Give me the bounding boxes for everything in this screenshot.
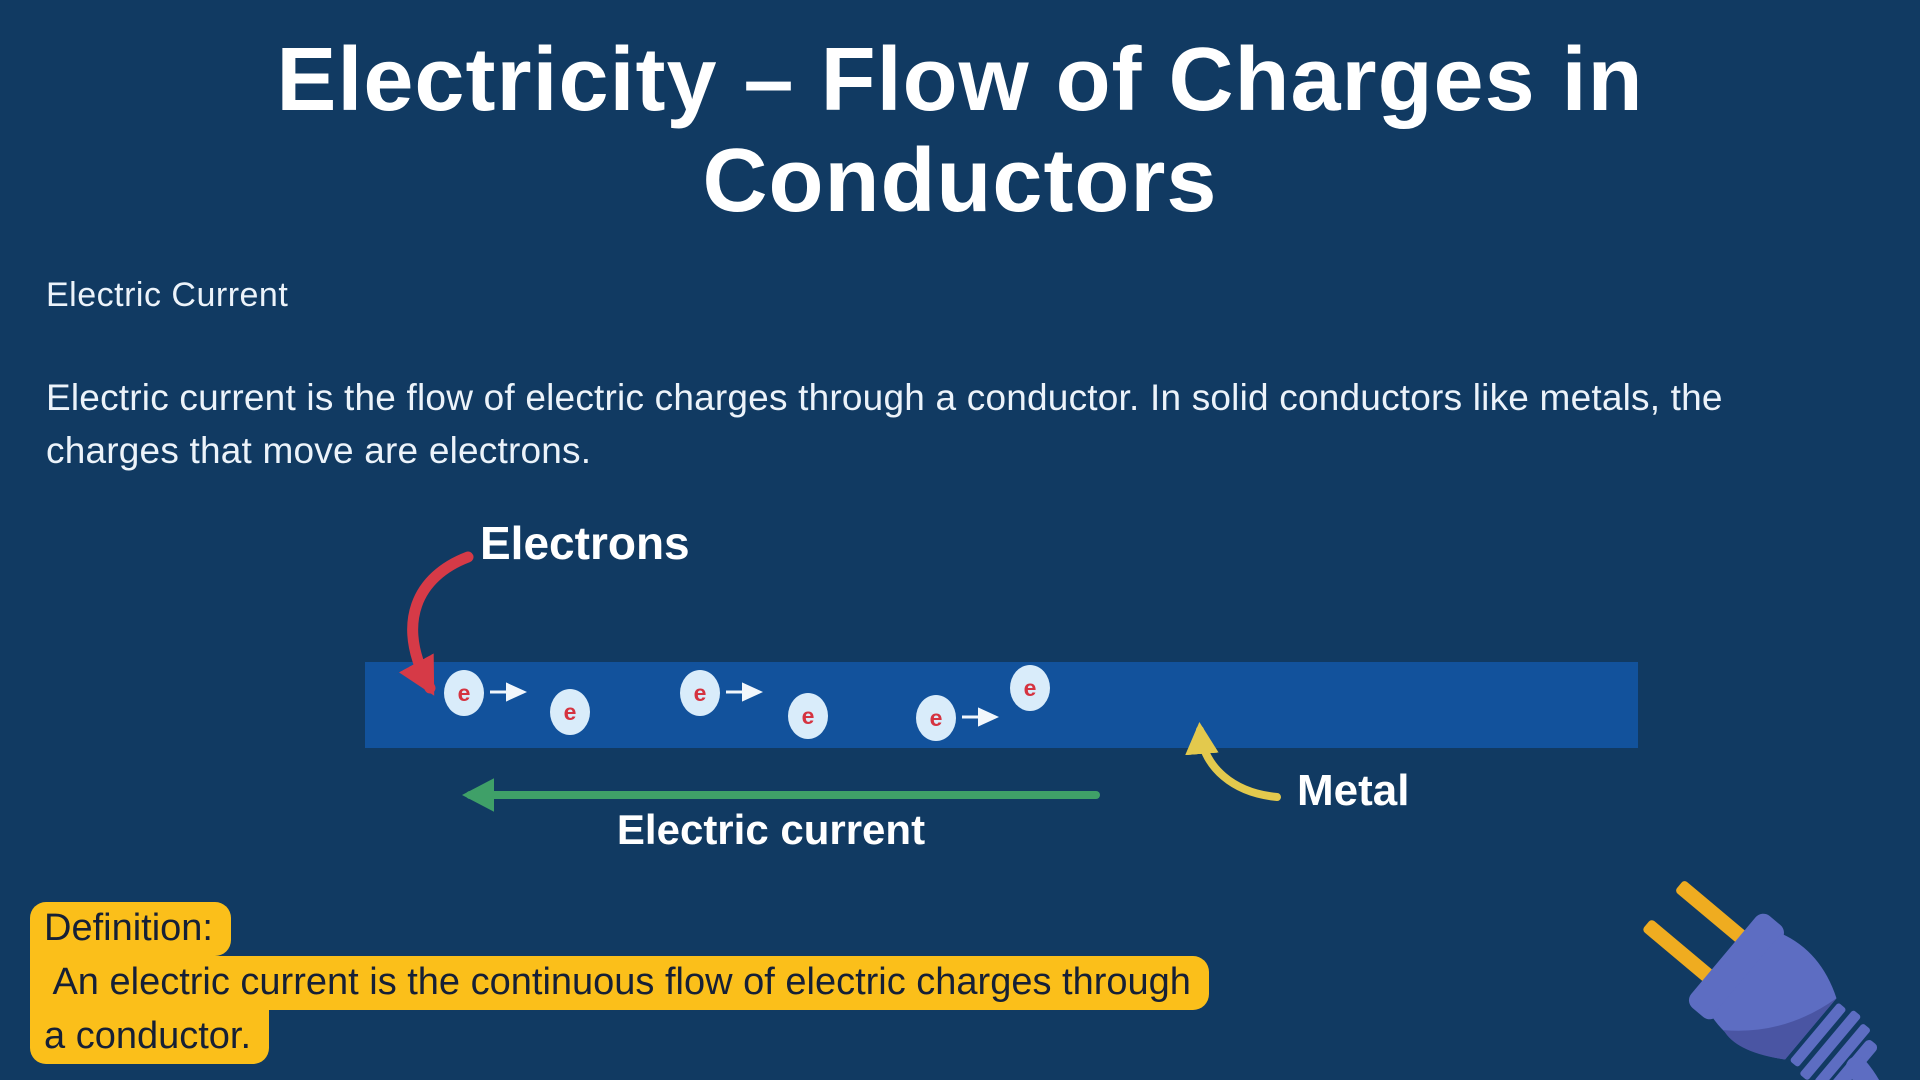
definition-heading: Definition: (30, 902, 231, 956)
electron: e (1010, 665, 1050, 711)
electron-symbol: e (564, 699, 577, 725)
electron-symbol: e (1024, 675, 1037, 701)
electrons-pointer-arrow-icon (398, 551, 474, 696)
electron: e (788, 693, 828, 739)
metal-pointer-arrow-icon (1185, 722, 1281, 801)
electric-current-label: Electric current (616, 806, 926, 853)
electron-symbol: e (458, 680, 471, 706)
electron: e (680, 670, 720, 716)
electron-symbol: e (694, 680, 707, 706)
definition-text-line: a conductor. (30, 1010, 270, 1064)
definition-text-line: An electric current is the continuous fl… (30, 956, 1209, 1010)
definition-callout: Definition: An electric current is the c… (30, 902, 1209, 1064)
metal-label: Metal (1297, 766, 1410, 815)
electron: e (916, 695, 956, 741)
body-paragraph: Electric current is the flow of electric… (46, 377, 1723, 471)
plug-icon (1643, 881, 1891, 1080)
electron-symbol: e (930, 705, 943, 731)
electron: e (550, 689, 590, 735)
section-subtitle: Electric Current (46, 276, 289, 314)
page-title: Electricity – Flow of Charges in Conduct… (276, 30, 1644, 231)
electrons-label: Electrons (480, 517, 690, 569)
electron-symbol: e (802, 703, 815, 729)
electron: e (444, 670, 484, 716)
